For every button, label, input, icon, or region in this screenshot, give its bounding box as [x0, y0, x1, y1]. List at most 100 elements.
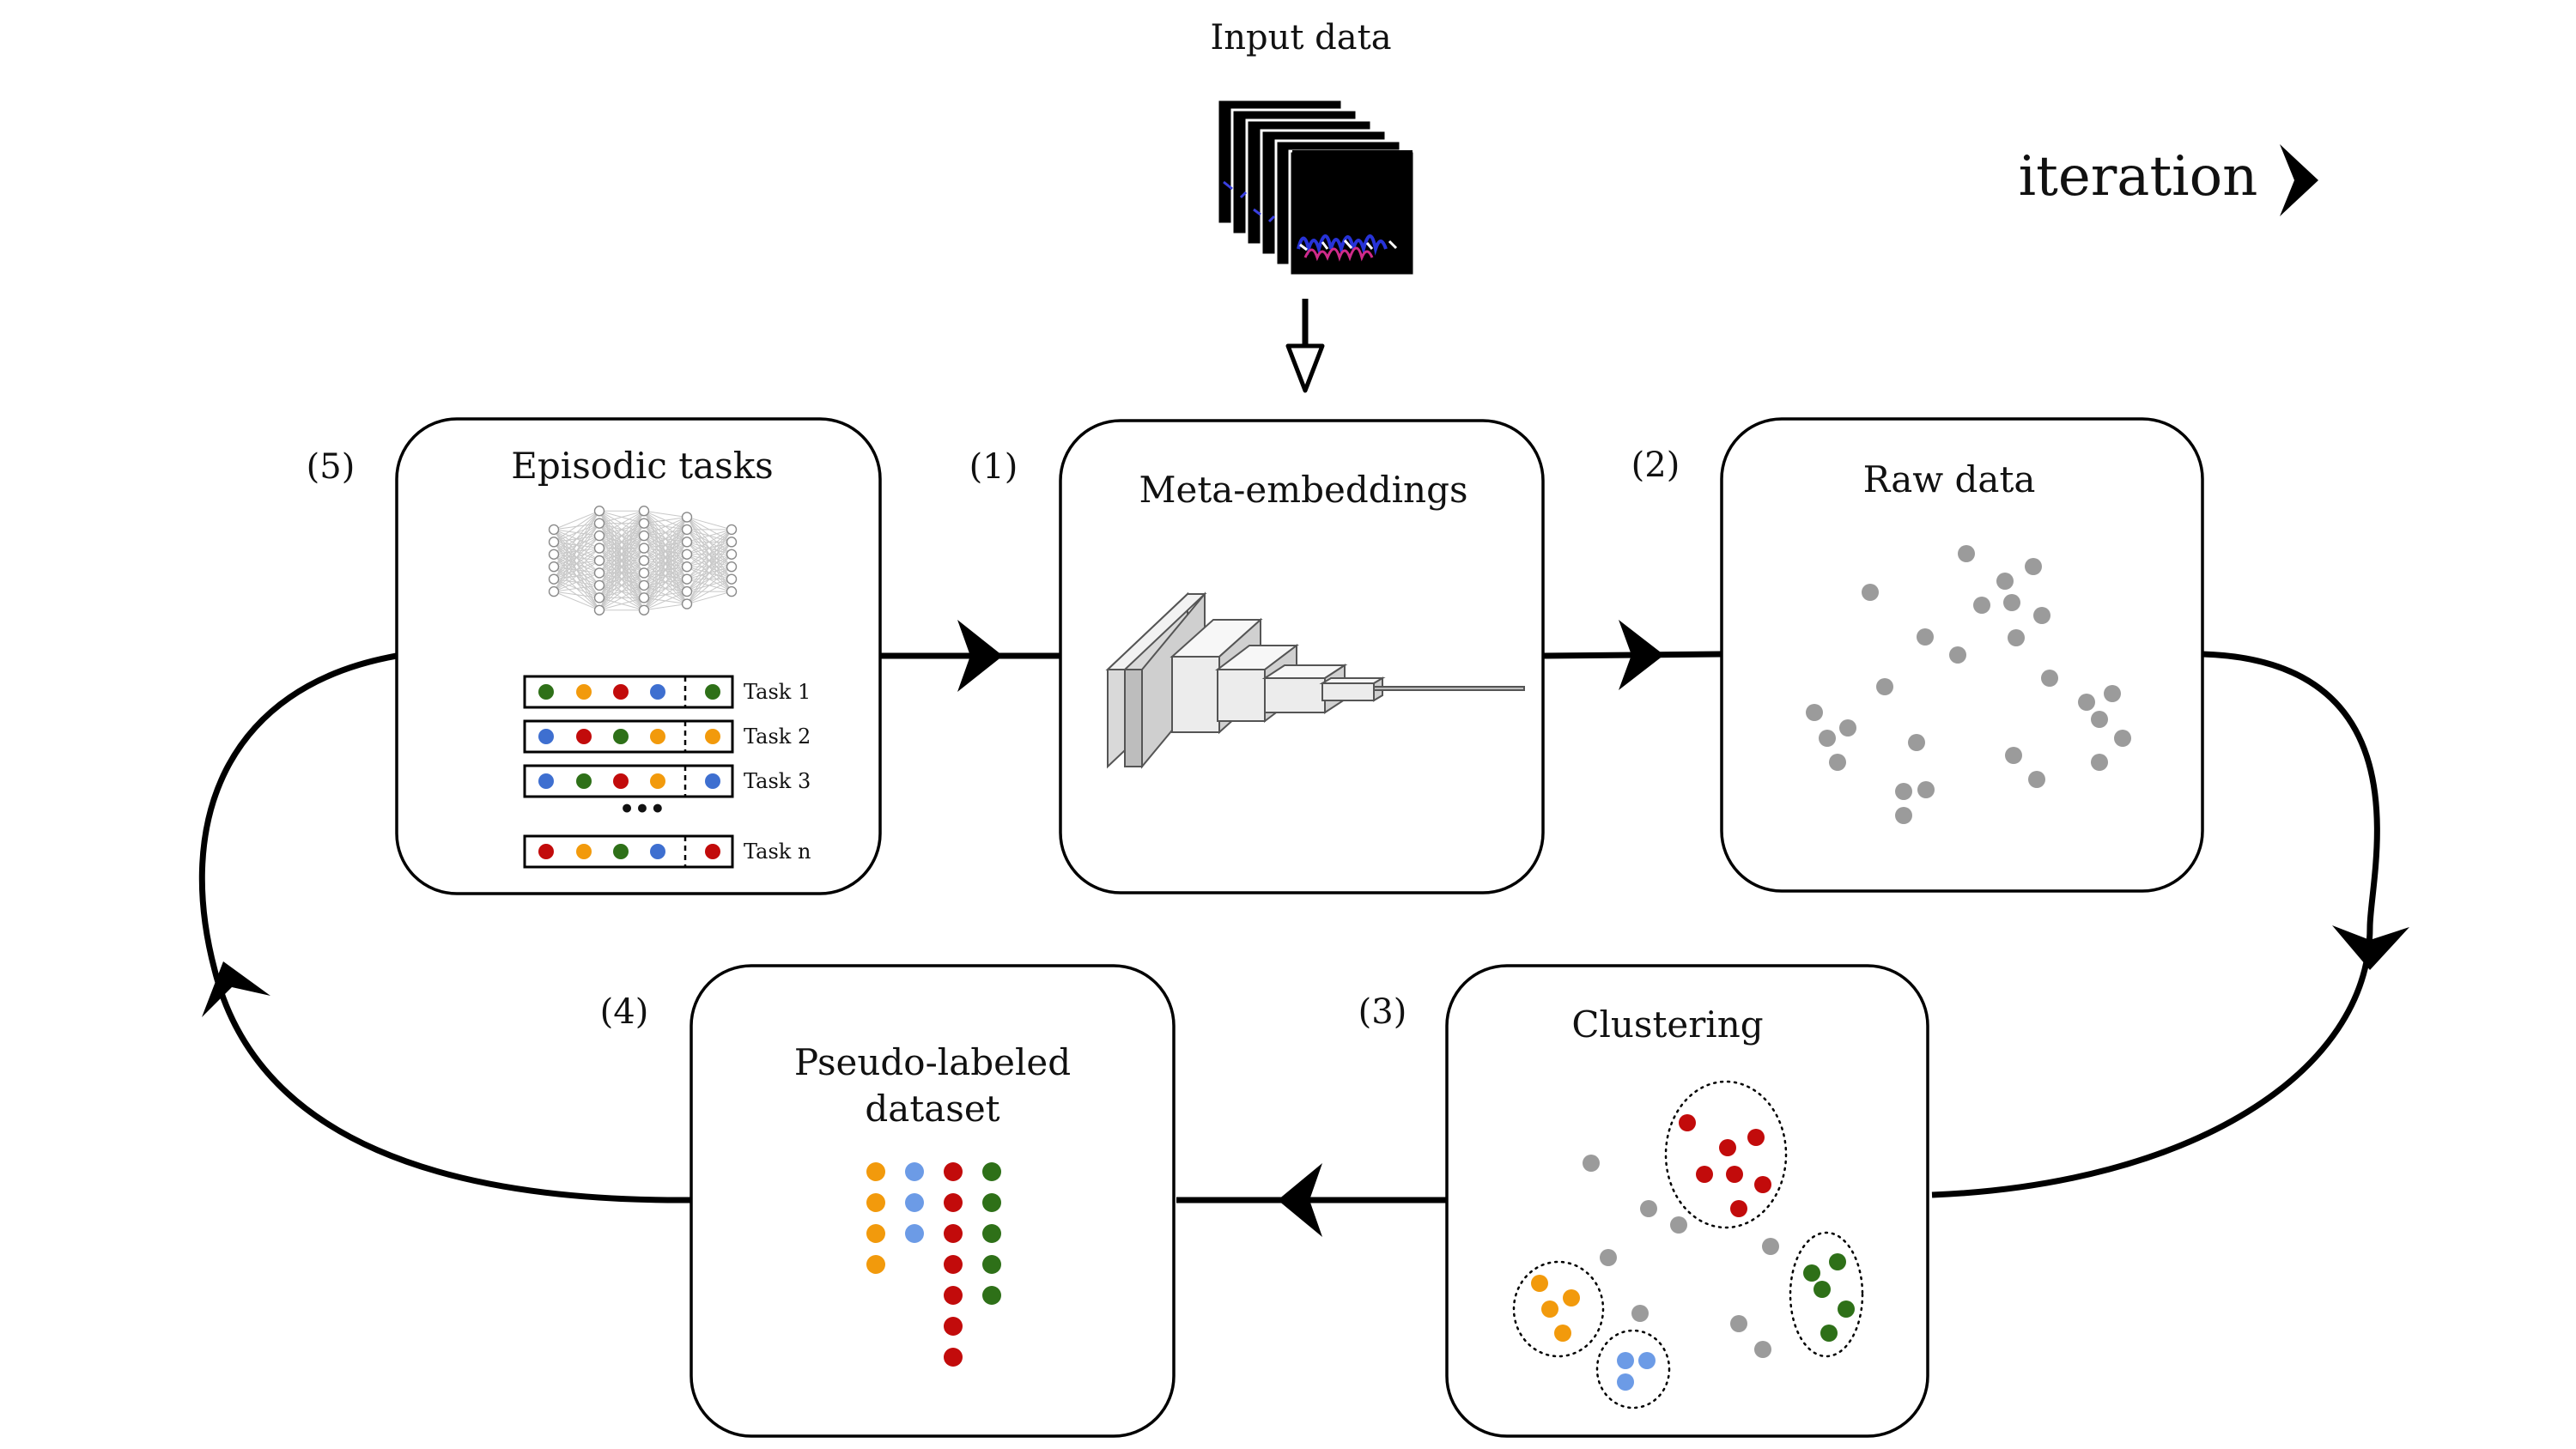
- pseudo-label-dot: [944, 1162, 963, 1181]
- step-2-label: (2): [1631, 446, 1680, 485]
- raw-point: [1917, 781, 1935, 798]
- pseudo-label-dot: [944, 1348, 963, 1367]
- cluster-point: [1719, 1139, 1736, 1156]
- task-row: Task 1: [523, 675, 811, 709]
- raw-point: [2041, 670, 2058, 687]
- cluster-point: [1730, 1315, 1747, 1332]
- task-row: Task 3: [523, 764, 811, 798]
- cluster-point: [1563, 1289, 1580, 1307]
- task-sample-dot: [705, 684, 720, 700]
- cluster-point: [1730, 1200, 1747, 1217]
- task-sample-dot: [705, 844, 720, 859]
- clustered-points: [1531, 1114, 1855, 1391]
- cluster-point: [1762, 1238, 1779, 1255]
- cluster-point: [1583, 1155, 1600, 1172]
- cluster-outline-blue: [1595, 1329, 1671, 1410]
- task-sample-dot: [650, 773, 665, 789]
- task-sample-dot: [576, 844, 592, 859]
- cluster-point: [1754, 1341, 1771, 1358]
- input-arrow: [1285, 299, 1325, 393]
- cluster-point: [1838, 1300, 1855, 1318]
- cluster-outline-orange: [1512, 1260, 1605, 1358]
- pseudo-label-dot: [944, 1193, 963, 1212]
- meta-embeddings-box: Meta-embeddings: [1059, 419, 1545, 894]
- raw-data-title: Raw data: [1863, 458, 2036, 500]
- pseudo-label-dot: [866, 1224, 885, 1243]
- pseudo-label-dot: [905, 1224, 924, 1243]
- raw-point: [1839, 719, 1856, 737]
- raw-point: [2078, 694, 2095, 711]
- task-sample-dot: [576, 729, 592, 744]
- pseudo-label-dot: [944, 1224, 963, 1243]
- raw-point: [1917, 628, 1934, 646]
- pseudo-label-dot: [982, 1224, 1001, 1243]
- pseudo-label-dot: [982, 1286, 1001, 1305]
- input-data-stack: [1216, 98, 1416, 277]
- clustering-box: Clustering: [1445, 964, 1929, 1438]
- pseudo-label-dot: [944, 1286, 963, 1305]
- cluster-point: [1600, 1249, 1617, 1266]
- step-4-label: (4): [600, 992, 649, 1032]
- raw-point: [2025, 558, 2042, 575]
- cluster-point: [1754, 1176, 1771, 1193]
- raw-data-points: [1806, 545, 2131, 824]
- task-sample-dot: [538, 773, 554, 789]
- raw-point: [2033, 607, 2050, 624]
- raw-point: [2091, 711, 2108, 728]
- neural-network-icon: [548, 506, 738, 615]
- meta-embeddings-title: Meta-embeddings: [1139, 469, 1467, 511]
- raw-point: [2008, 629, 2025, 646]
- task-sample-dot: [576, 773, 592, 789]
- cluster-point: [1554, 1325, 1571, 1342]
- raw-point: [1895, 807, 1912, 824]
- raw-point: [1958, 545, 1975, 562]
- pseudo-label-dot: [944, 1317, 963, 1336]
- task-sample-dot: [650, 844, 665, 859]
- raw-data-box: Raw data: [1720, 417, 2204, 893]
- task-sample-dot: [650, 684, 665, 700]
- task-sample-dot: [650, 729, 665, 744]
- cluster-point: [1726, 1166, 1743, 1183]
- pseudo-label-dot: [866, 1255, 885, 1274]
- task-sample-dot: [538, 844, 554, 859]
- cluster-point: [1814, 1281, 1831, 1298]
- pseudo-title-line2: dataset: [865, 1088, 999, 1130]
- task-label: Task 3: [744, 769, 811, 793]
- spectrogram-image: [1223, 180, 1398, 262]
- task-sample-dot: [705, 729, 720, 744]
- cluster-point: [1820, 1325, 1838, 1342]
- clustering-title: Clustering: [1571, 1003, 1763, 1046]
- pseudo-label-dot: [905, 1193, 924, 1212]
- pseudo-label-dot: [982, 1193, 1001, 1212]
- raw-point: [1876, 678, 1893, 695]
- task-row: Task n: [523, 834, 811, 869]
- task-label: Task n: [744, 840, 811, 864]
- pseudo-label-dot: [982, 1255, 1001, 1274]
- cluster-outline-green: [1789, 1231, 1864, 1358]
- task-ellipsis: •••: [619, 795, 665, 823]
- task-sample-dot: [576, 684, 592, 700]
- raw-point: [1996, 573, 2014, 590]
- raw-point: [1819, 730, 1836, 747]
- cluster-point: [1640, 1200, 1657, 1217]
- raw-point: [2104, 685, 2121, 702]
- cnn-encoder-icon: [1105, 591, 1525, 769]
- raw-point: [1806, 704, 1823, 721]
- task-sample-dot: [613, 844, 629, 859]
- cluster-point: [1696, 1166, 1713, 1183]
- cluster-point: [1747, 1129, 1765, 1146]
- raw-point: [2091, 754, 2108, 771]
- input-data-label: Input data: [1210, 18, 1391, 58]
- raw-point: [1949, 646, 1966, 664]
- cluster-point: [1829, 1253, 1846, 1270]
- episodic-tasks-title: Episodic tasks: [511, 445, 773, 487]
- flow-arrows: [198, 620, 2409, 1237]
- step-1-label: (1): [969, 447, 1018, 487]
- cluster-outline-red: [1664, 1080, 1788, 1229]
- pseudo-label-dot: [944, 1255, 963, 1274]
- raw-point: [2005, 747, 2022, 764]
- task-sample-dot: [538, 684, 554, 700]
